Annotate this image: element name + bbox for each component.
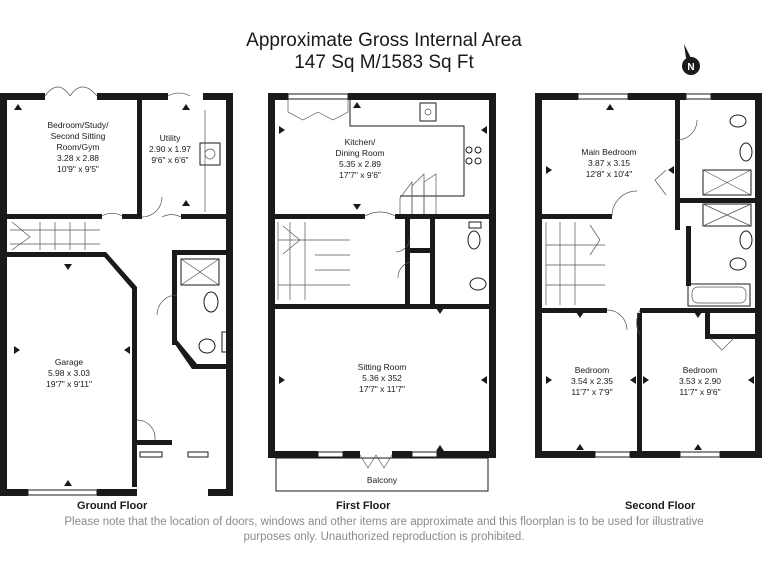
svg-text:17'7" x 9'6": 17'7" x 9'6" [339,170,381,180]
room-label-utility: Utility 2.90 x 1.97 9'6" x 6'6" [149,133,191,165]
svg-text:2.90 x 1.97: 2.90 x 1.97 [149,144,191,154]
svg-text:17'7" x 11'7": 17'7" x 11'7" [359,384,405,394]
svg-text:9'6" x 6'6": 9'6" x 6'6" [151,155,188,165]
room-label-kitchen: Kitchen/ Dining Room 5.35 x 2.89 17'7" x… [335,137,384,180]
svg-text:Kitchen/: Kitchen/ [345,137,376,147]
svg-text:Utility: Utility [160,133,182,143]
room-label-bedroom-2: Bedroom 3.54 x 2.35 11'7" x 7'9" [571,365,613,397]
room-label-bedroom-3: Bedroom 3.53 x 2.90 11'7" x 9'6" [679,365,721,397]
compass-icon: N [682,44,700,75]
svg-text:11'7" x 7'9": 11'7" x 7'9" [571,387,612,397]
area-title: Approximate Gross Internal Area [246,30,522,51]
svg-text:3.53 x 2.90: 3.53 x 2.90 [679,376,721,386]
disclaimer-line-2: purposes only. Unauthorized reproduction… [243,531,525,543]
floor-label-ground: Ground Floor [77,500,148,512]
svg-text:5.36 x 352: 5.36 x 352 [362,373,402,383]
svg-text:Bedroom: Bedroom [683,365,718,375]
svg-text:5.35 x 2.89: 5.35 x 2.89 [339,159,381,169]
disclaimer-line-1: Please note that the location of doors, … [64,516,704,528]
svg-text:10'9" x 9'5": 10'9" x 9'5" [57,164,99,174]
second-floor-plan [535,93,762,458]
room-label-garage: Garage 5.98 x 3.03 19'7" x 9'11" [46,357,92,389]
area-subtitle: 147 Sq M/1583 Sq Ft [294,52,474,73]
svg-text:Room/Gym: Room/Gym [57,142,100,152]
svg-text:Bedroom/Study/: Bedroom/Study/ [48,120,110,130]
svg-text:Garage: Garage [55,357,84,367]
first-floor-plan [268,93,496,492]
svg-text:Second Sitting: Second Sitting [51,131,106,141]
svg-text:3.28 x 2.88: 3.28 x 2.88 [57,153,99,163]
svg-text:12'8" x 10'4": 12'8" x 10'4" [586,169,633,179]
svg-text:3.54 x 2.35: 3.54 x 2.35 [571,376,613,386]
room-label-sitting-room: Sitting Room 5.36 x 352 17'7" x 11'7" [358,362,407,394]
ground-floor-plan [0,86,233,496]
floor-label-second: Second Floor [625,500,696,512]
room-label-bedroom-study: Bedroom/Study/ Second Sitting Room/Gym 3… [48,120,110,174]
room-label-balcony: Balcony [367,475,398,485]
svg-text:Main Bedroom: Main Bedroom [581,147,636,157]
svg-text:11'7" x 9'6": 11'7" x 9'6" [679,387,720,397]
room-label-main-bedroom: Main Bedroom 3.87 x 3.15 12'8" x 10'4" [581,147,636,179]
compass-letter: N [687,62,694,73]
floor-label-first: First Floor [336,500,391,512]
svg-text:19'7" x 9'11": 19'7" x 9'11" [46,379,92,389]
svg-text:3.87 x 3.15: 3.87 x 3.15 [588,158,630,168]
svg-text:Dining Room: Dining Room [335,148,384,158]
svg-text:5.98 x 3.03: 5.98 x 3.03 [48,368,90,378]
svg-text:Bedroom: Bedroom [575,365,610,375]
svg-text:Sitting Room: Sitting Room [358,362,407,372]
